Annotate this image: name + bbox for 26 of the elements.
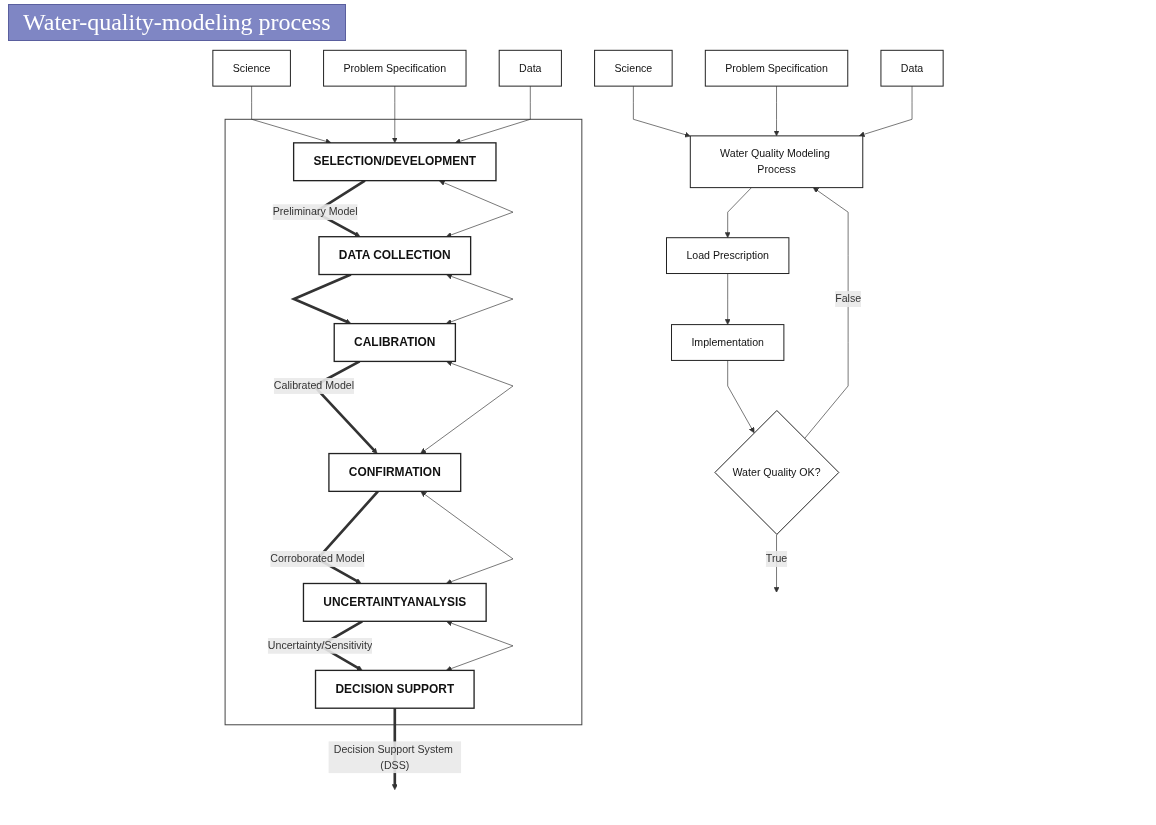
edge-label: Uncertainty/Sensitivity	[267, 639, 373, 652]
edge-label: Preliminary Model	[272, 206, 358, 218]
node-box: Problem Specification	[704, 49, 849, 87]
arrow	[290, 273, 352, 325]
cluster	[224, 118, 583, 726]
edge-label: False	[835, 293, 862, 305]
edge-label: Corroborated Model	[270, 552, 365, 565]
node-box: DATA COLLECTION	[318, 236, 472, 276]
node-box: Problem Specification	[323, 49, 467, 87]
edge-label: True	[765, 552, 788, 565]
node-box: Implementation	[671, 324, 785, 361]
title-banner: Water-quality-modeling process	[8, 4, 346, 41]
node-box: Data	[880, 49, 944, 87]
node-box: SELECTION/DEVELOPMENT	[292, 142, 497, 182]
node-box: Science	[594, 49, 673, 87]
node-box: Load Prescription	[666, 237, 790, 274]
node-box: DECISION SUPPORT	[314, 669, 475, 709]
node-diamond: Water Quality OK?	[714, 410, 840, 535]
node-box: CALIBRATION	[333, 322, 457, 363]
edge-label: Calibrated Model	[273, 379, 355, 392]
node-box: Science	[212, 49, 291, 87]
node-box: UNCERTAINTYANALYSIS	[302, 582, 487, 622]
node-box: Data	[498, 49, 562, 87]
node-box: CONFIRMATION	[328, 452, 462, 493]
node-box: Water Quality Modeling Process	[689, 135, 864, 189]
edge-label: Decision Support System (DSS)	[333, 743, 453, 771]
